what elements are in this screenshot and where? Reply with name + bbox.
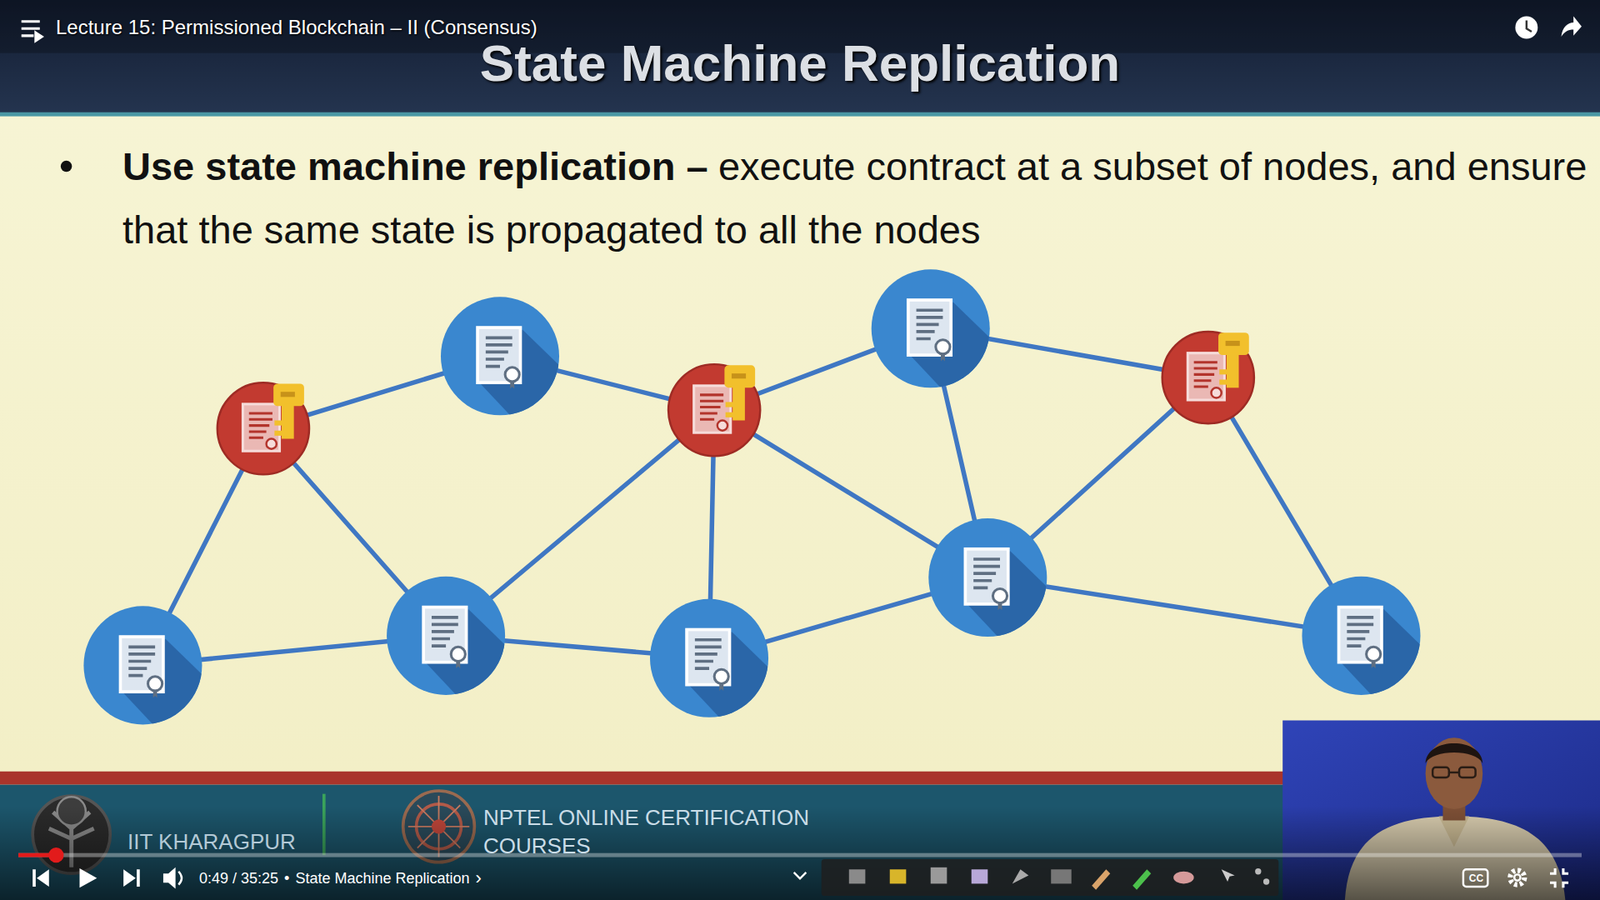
time-display: 0:49 / 35:25 <box>199 868 279 889</box>
bullet-text: Use state machine replication –execute c… <box>122 135 1590 262</box>
title-bar <box>0 0 1600 114</box>
course-name: NPTEL ONLINE CERTIFICATION COURSES <box>483 803 817 860</box>
bullet-bold: Use state machine replication – <box>122 144 709 189</box>
bullet-dot <box>60 160 72 172</box>
annotation-toolbar <box>821 859 1280 896</box>
chapter-separator: • <box>284 868 290 889</box>
institute-name: IIT KHARAGPUR <box>127 828 296 855</box>
video-title: Lecture 15: Permissioned Blockchain – II… <box>55 15 538 40</box>
cc-button: CC <box>1464 870 1489 886</box>
time-row: 0:49 / 35:25•State Machine Replication› <box>199 868 482 889</box>
network-links <box>142 328 1361 665</box>
chapter-name: State Machine Replication <box>295 868 470 889</box>
chapter-arrow: › <box>475 868 482 889</box>
network-nodes <box>83 269 1453 757</box>
slide-title: State Machine Replication <box>0 31 1600 95</box>
